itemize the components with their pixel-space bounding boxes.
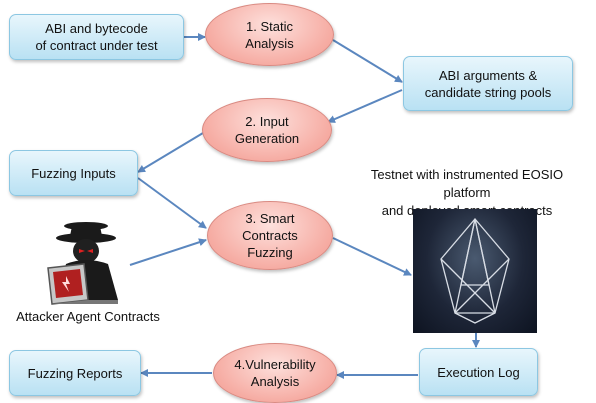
abi-arguments-label: ABI arguments & candidate string pools (424, 67, 552, 100)
abi-bytecode-box: ABI and bytecode of contract under test (9, 14, 184, 60)
vulnerability-analysis-node: 4.Vulnerability Analysis (213, 343, 337, 403)
input-generation-node: 2. Input Generation (202, 98, 332, 162)
eos-logo-icon (413, 209, 537, 333)
static-analysis-node: 1. Static Analysis (205, 3, 334, 66)
arrow-fuzzinputs-to-fuzzing (137, 177, 207, 229)
execution-log-box: Execution Log (419, 348, 538, 396)
hacker-laptop-icon (44, 220, 132, 308)
abi-arguments-box: ABI arguments & candidate string pools (403, 56, 573, 111)
fuzzing-inputs-box: Fuzzing Inputs (9, 150, 138, 196)
fuzzing-reports-box: Fuzzing Reports (9, 350, 141, 396)
arrow-static-to-abiargs (332, 39, 403, 83)
smart-contracts-fuzzing-node: 3. Smart Contracts Fuzzing (207, 201, 333, 270)
vulnerability-analysis-label: 4.Vulnerability Analysis (234, 357, 316, 389)
static-analysis-label: 1. Static Analysis (245, 18, 294, 51)
arrow-attacker-to-fuzzing (129, 238, 207, 266)
arrow-abiargs-to-input (327, 89, 403, 123)
fuzzing-inputs-label: Fuzzing Inputs (31, 165, 116, 181)
fuzzing-reports-label: Fuzzing Reports (27, 365, 123, 381)
execution-log-label: Execution Log (437, 364, 520, 380)
abi-bytecode-label: ABI and bytecode of contract under test (35, 21, 158, 53)
smart-contracts-fuzzing-label: 3. Smart Contracts Fuzzing (242, 211, 298, 260)
attacker-caption: Attacker Agent Contracts (16, 309, 160, 324)
input-generation-label: 2. Input Generation (234, 114, 300, 146)
arrow-fuzzing-to-testnet (332, 237, 412, 276)
arrow-input-to-fuzzinputs (137, 129, 209, 173)
